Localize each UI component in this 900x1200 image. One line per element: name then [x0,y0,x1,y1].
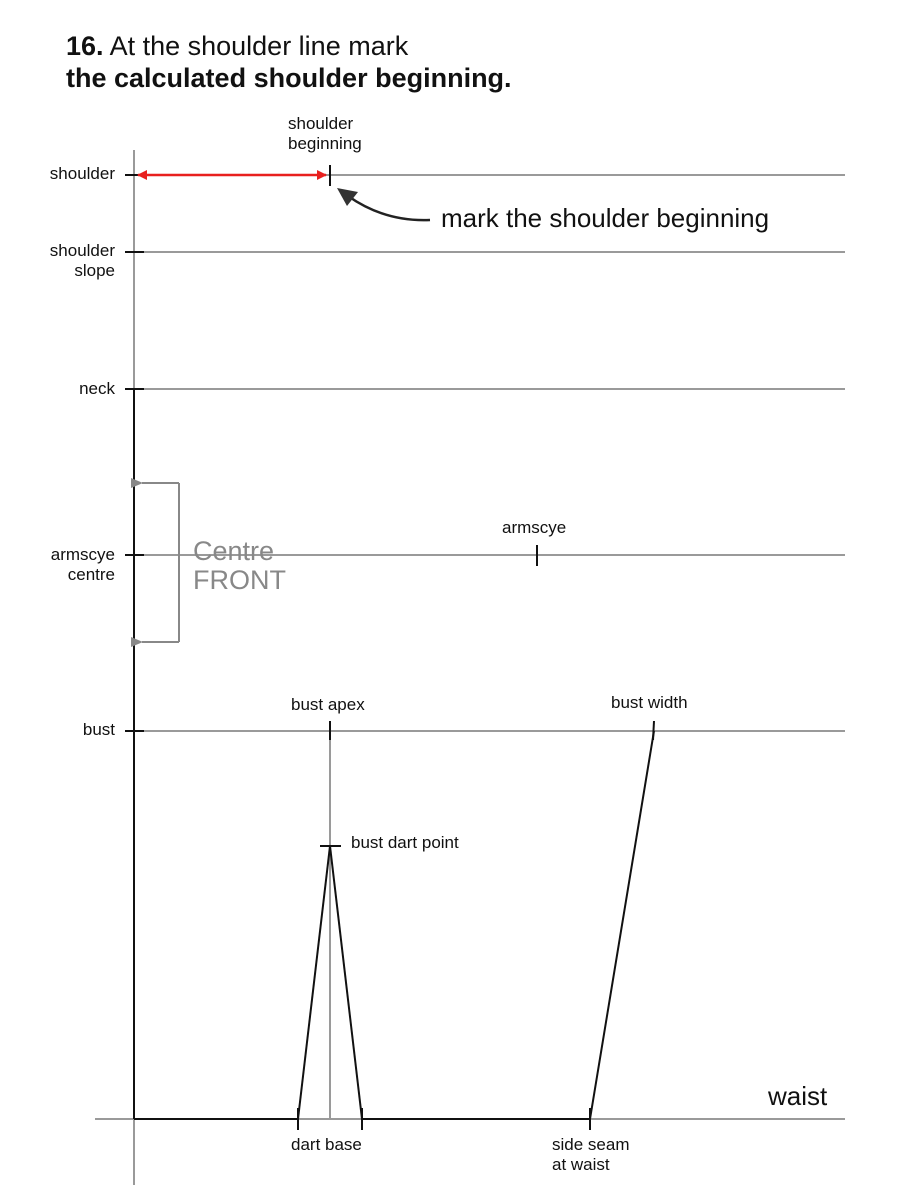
side-seam-line [589,730,655,1120]
dart-leg-left [297,845,331,1120]
label-bust-width: bust width [611,693,688,712]
label-shoulder: shoulder [49,164,115,183]
tick-bust-width [652,720,655,741]
label-waist: waist [768,1081,828,1111]
step-number: 16. [66,31,104,61]
label-side-seam-1: side seam [552,1135,630,1154]
label-neck: neck [79,379,115,398]
callout-arrowhead-icon [337,188,358,206]
label-dart-base: dart base [291,1135,362,1154]
centre-front-line1: Centre [193,536,275,566]
label-shoulder-slope-1: shoulder [49,241,115,260]
label-bust-apex: bust apex [291,695,365,714]
label-shoulder-slope-2: slope [74,261,115,280]
guide-lines [95,150,845,1185]
centre-front-label: Centre FRONT [193,537,286,595]
dart-leg-right [329,845,363,1120]
step-title-line1: At the shoulder line mark [109,31,409,61]
label-bust-dart-point: bust dart point [351,833,459,852]
label-shoulder-beginning-2: beginning [288,134,362,153]
ticks [125,165,655,1130]
label-bust: bust [82,720,115,739]
label-armscye: armscye [502,518,567,537]
label-side-seam-2: at waist [552,1155,610,1174]
label-armscye-centre-2: centre [67,565,115,584]
construction-lines [133,389,655,1120]
centre-front-bracket-icon [131,478,180,647]
callout-arrow-icon [347,194,431,222]
step-title: 16. At the shoulder line mark the calcul… [66,30,512,94]
instruction-annotation: mark the shoulder beginning [441,203,770,233]
label-shoulder-beginning-1: shoulder [288,114,354,133]
step-title-line2: the calculated shoulder beginning. [66,63,512,93]
centre-front-line2: FRONT [193,565,286,595]
label-armscye-centre-1: armscye [50,545,115,564]
